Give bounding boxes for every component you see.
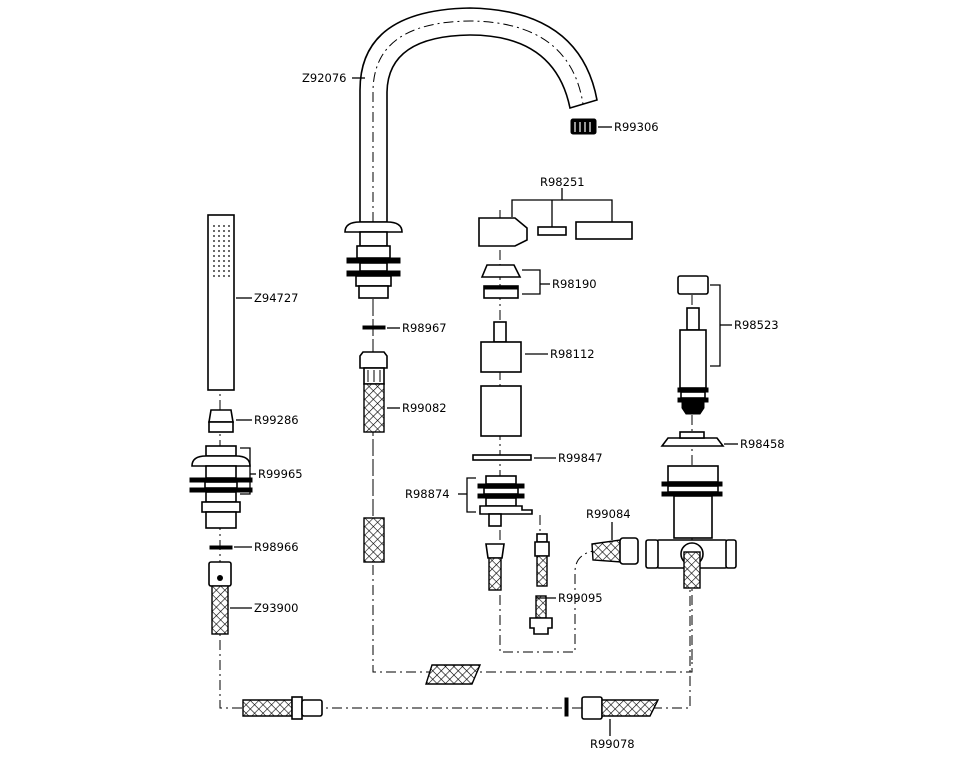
label-shower-adapter: R99286 (254, 413, 299, 427)
aerator-part (570, 118, 597, 135)
label-diverter-flange: R98458 (740, 437, 785, 451)
label-valve-body-set: R98874 (405, 487, 450, 501)
label-short-hose: R99084 (586, 507, 631, 521)
label-mixer-hose: R99095 (558, 591, 603, 605)
handle-set-part (478, 188, 633, 247)
label-spout-washer: R98967 (402, 321, 447, 335)
lower-hoses-part (242, 664, 660, 736)
shower-mount-part (189, 445, 256, 529)
valve-body-set-part (458, 475, 533, 527)
label-shower-hose: Z93900 (254, 601, 298, 615)
label-shower-mount: R99965 (258, 467, 303, 481)
shower-hose-part (208, 561, 252, 635)
label-cartridge: R98112 (550, 347, 595, 361)
centre-lines (219, 210, 693, 709)
label-leaders (352, 77, 612, 599)
label-spout-hose: R99082 (402, 401, 447, 415)
shower-washer-part (209, 545, 252, 550)
cap-ring-part (480, 264, 550, 299)
label-aerator: R99306 (614, 120, 659, 134)
label-spout: Z92076 (302, 71, 346, 85)
label-shower-washer: R98966 (254, 540, 299, 554)
diverter-body-part (645, 465, 737, 589)
cartridge-part (480, 321, 548, 373)
spout-hose-part (359, 351, 400, 563)
spout-washer-part (362, 325, 400, 330)
valve-sleeve-part (480, 385, 522, 437)
label-return-hose: R99078 (590, 737, 635, 751)
label-escutcheon-washer: R99847 (558, 451, 603, 465)
label-handle-set: R98251 (540, 175, 585, 189)
escutcheon-washer-part (472, 454, 556, 461)
short-hose-part (591, 522, 639, 565)
shower-adapter-part (208, 409, 252, 433)
part-labels: Z92076 R99306 R98251 R98190 R98112 R9984… (254, 71, 785, 751)
diverter-flange-part (660, 431, 738, 447)
diverter-set-part (677, 275, 732, 415)
label-diverter-set: R98523 (734, 318, 779, 332)
hand-shower-part (207, 214, 252, 391)
valve-hoses-part (485, 533, 553, 635)
label-cap-ring: R98190 (552, 277, 597, 291)
spout-part (344, 7, 598, 299)
label-hand-shower: Z94727 (254, 291, 298, 305)
